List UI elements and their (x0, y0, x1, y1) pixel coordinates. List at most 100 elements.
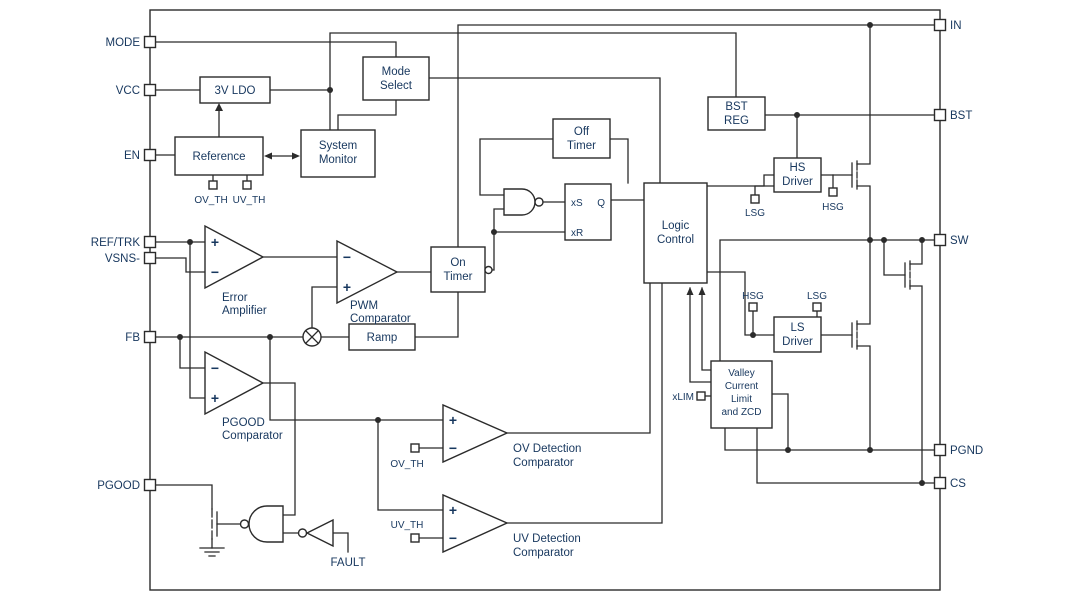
terminal-square (208, 180, 218, 190)
sr-latch: xS xR Q (564, 183, 612, 241)
terminal-square (696, 391, 706, 401)
pin-sw: SW (933, 233, 969, 247)
block-label: Valley (728, 368, 755, 379)
plus-sign: + (449, 412, 457, 428)
pin-square (933, 233, 947, 247)
block-label: On (450, 257, 465, 269)
minus-sign: − (211, 360, 219, 376)
lowside-mosfet (851, 239, 871, 451)
junction-dot (491, 229, 497, 235)
block-outline (348, 323, 416, 351)
block-outline (199, 76, 271, 104)
comparator-triangle (336, 239, 399, 305)
block-label: Mode (382, 66, 411, 78)
block-system-monitor: System Monitor (300, 129, 376, 178)
opamp-triangle (204, 224, 265, 290)
mixer-x-icon (304, 329, 320, 345)
wire-pgoodcmp-nand (262, 382, 296, 516)
block-label: Timer (567, 140, 596, 152)
block-bst-reg: BST REG (707, 96, 766, 131)
pwm-comparator: − + PWM Comparator (336, 239, 411, 325)
junction-dot (785, 447, 791, 453)
amp-label: UV Detection (513, 533, 581, 545)
wire-logic-lsdriver (706, 271, 775, 336)
pins-left: MODE VCC EN REF/TRK VSNS- FB PGOOD (91, 35, 157, 492)
pin-label: REF/TRK (91, 237, 141, 249)
latch-q-label: Q (597, 198, 605, 209)
block-label: BST (725, 101, 747, 113)
minus-sign: − (449, 440, 457, 456)
block-label: Reference (192, 151, 245, 163)
block-logic-control: Logic Control (643, 182, 708, 284)
wire-ov-logic (506, 282, 651, 434)
block-label: and ZCD (721, 407, 761, 418)
wire-fb-to-uv (377, 419, 444, 511)
pin-label: PGND (950, 445, 983, 457)
block-outline (643, 182, 708, 284)
wire-vsns (154, 257, 206, 273)
plus-sign: + (343, 279, 351, 295)
ic-boundary (149, 9, 941, 591)
wire-modeselect-sysmon (337, 99, 397, 131)
pin-label: SW (950, 235, 969, 247)
plus-sign: + (211, 234, 219, 250)
junction-dot (327, 87, 333, 93)
uv-detection-comparator: + − UV Detection Comparator (442, 493, 581, 559)
block-outline (773, 157, 822, 193)
pin-label: VSNS- (105, 253, 140, 265)
nand-gate (503, 188, 544, 216)
block-on-timer: On Timer (430, 246, 493, 293)
pin-square (143, 251, 157, 265)
block-ls-driver: LS Driver (773, 316, 822, 353)
inverter-bubble (534, 197, 544, 207)
pin-en: EN (124, 148, 157, 162)
pin-ref-trk: REF/TRK (91, 235, 157, 249)
amp-label: Comparator (513, 457, 574, 469)
error-amplifier: + − Error Amplifier (204, 224, 267, 317)
block-label: Timer (444, 271, 473, 283)
wire-logic-hsdriver (706, 174, 775, 187)
block-valley-current-limit: Valley Current Limit and ZCD (710, 360, 773, 429)
block-hs-driver: HS Driver (773, 157, 822, 193)
block-label: REG (724, 115, 749, 127)
block-label: HS (790, 162, 806, 174)
ground-icon (199, 547, 225, 557)
junction-dot (794, 112, 800, 118)
pin-bst: BST (933, 108, 972, 122)
wire-offtimer-logic (609, 138, 629, 184)
terminal-square (410, 443, 420, 453)
block-outline (300, 129, 376, 178)
wire-modeselect-logic (428, 77, 661, 184)
arrowheads (215, 103, 706, 295)
comparator-triangle (204, 350, 265, 416)
pin-label: FB (125, 332, 140, 344)
junction-dot (267, 334, 273, 340)
block-reference: Reference (174, 136, 264, 176)
fet-drain-source (856, 24, 871, 241)
terminal-square (750, 194, 760, 204)
block-outline (707, 96, 766, 131)
block-outline (174, 136, 264, 176)
pin-pgood: PGOOD (97, 478, 157, 492)
arrow-up-icon (215, 103, 223, 111)
pin-pgnd: PGND (933, 443, 983, 457)
block-label: LS (790, 322, 804, 334)
pin-label: CS (950, 478, 966, 490)
wire-valley-logic-b (689, 287, 712, 383)
net-label-ov-th: OV_TH (194, 195, 227, 206)
pin-fb: FB (125, 330, 157, 344)
block-label: Off (574, 126, 590, 138)
pin-square (143, 83, 157, 97)
block-label: 3V LDO (215, 85, 256, 97)
amp-label: Comparator (513, 547, 574, 559)
block-label: Limit (731, 394, 752, 405)
pin-mode: MODE (106, 35, 157, 49)
comparator-triangle (442, 493, 509, 554)
wire-offtimer-nand (479, 138, 554, 196)
block-outline (362, 56, 430, 101)
pin-square (143, 330, 157, 344)
wire-pgnd (724, 427, 935, 451)
pin-square (143, 478, 157, 492)
arrow-up-icon (686, 287, 694, 295)
